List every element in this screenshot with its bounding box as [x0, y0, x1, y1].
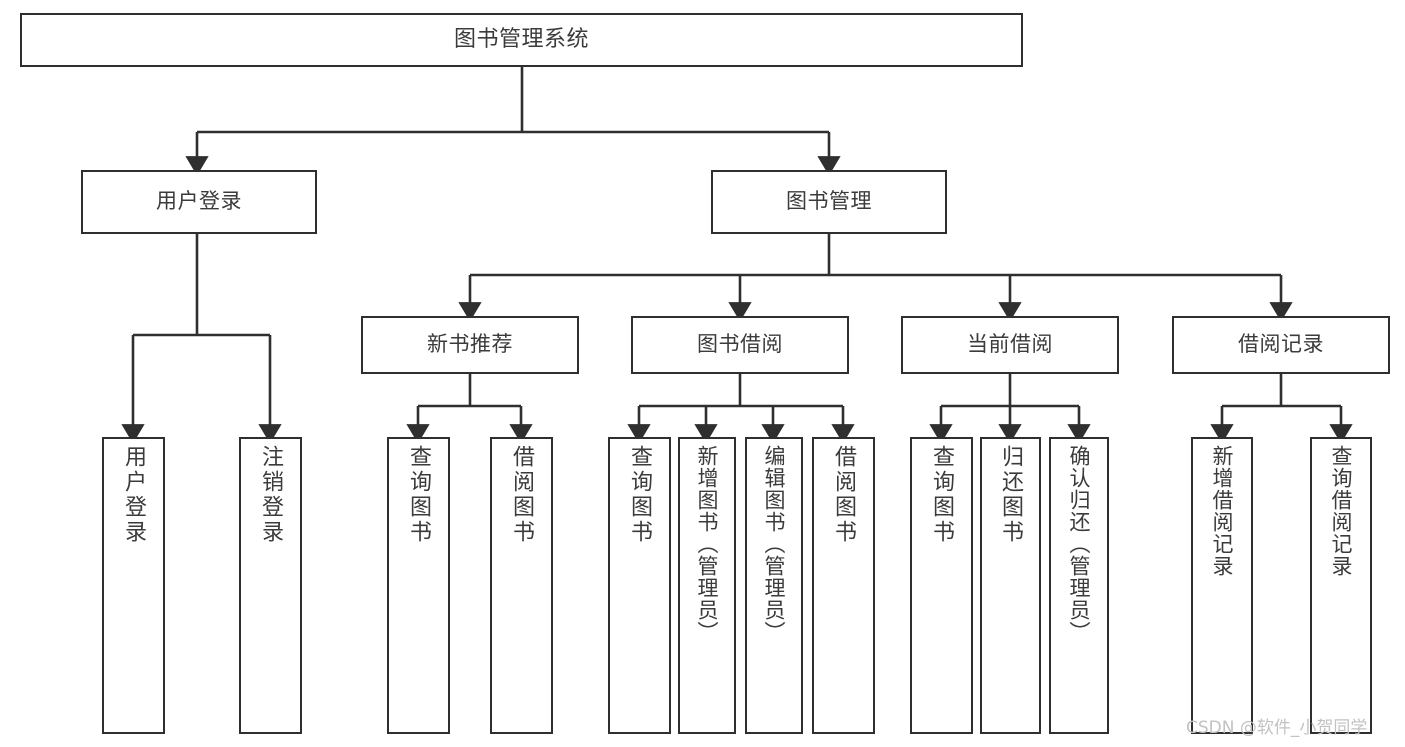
leaf-logout-login[interactable]: 注销登录	[239, 437, 302, 734]
node-label: 图书借阅	[697, 332, 783, 357]
leaf-query-book-current[interactable]: 查询图书	[910, 437, 973, 734]
leaf-add-borrow-record[interactable]: 新增借阅记录	[1191, 437, 1253, 734]
node-label: 借阅图书	[509, 445, 535, 545]
node-label: 查询借阅记录	[1329, 445, 1354, 577]
node-label: 借阅图书	[831, 445, 857, 545]
node-book-management[interactable]: 图书管理	[711, 170, 947, 234]
node-label: 当前借阅	[967, 332, 1053, 357]
node-label: 用户登录	[121, 445, 147, 545]
node-user-login[interactable]: 用户登录	[81, 170, 317, 234]
node-new-book-recommend[interactable]: 新书推荐	[361, 316, 579, 374]
node-label: 用户登录	[156, 189, 242, 214]
leaf-borrow-book-borrow[interactable]: 借阅图书	[812, 437, 875, 734]
node-label: 查询图书	[627, 445, 653, 545]
node-book-borrow[interactable]: 图书借阅	[631, 316, 849, 374]
leaf-query-book-recommend[interactable]: 查询图书	[387, 437, 450, 734]
leaf-edit-book-admin[interactable]: 编辑图书（管理员）	[745, 437, 803, 734]
node-label: 确认归还（管理员）	[1067, 445, 1092, 643]
csdn-watermark: CSDN @软件_小贺同学	[1186, 718, 1368, 738]
node-label: 查询图书	[406, 445, 432, 545]
node-current-borrow[interactable]: 当前借阅	[901, 316, 1119, 374]
node-label: 归还图书	[998, 445, 1024, 545]
node-label: 新增图书（管理员）	[695, 445, 720, 643]
leaf-add-book-admin[interactable]: 新增图书（管理员）	[678, 437, 736, 734]
leaf-query-borrow-record[interactable]: 查询借阅记录	[1310, 437, 1372, 734]
leaf-borrow-book-recommend[interactable]: 借阅图书	[490, 437, 553, 734]
node-label: 借阅记录	[1238, 332, 1324, 357]
leaf-confirm-return-admin[interactable]: 确认归还（管理员）	[1049, 437, 1109, 734]
node-root-library-management-system[interactable]: 图书管理系统	[20, 13, 1023, 67]
node-borrow-record[interactable]: 借阅记录	[1172, 316, 1390, 374]
leaf-user-login[interactable]: 用户登录	[102, 437, 165, 734]
leaf-return-book[interactable]: 归还图书	[980, 437, 1041, 734]
node-label: 新书推荐	[427, 332, 513, 357]
node-label: 编辑图书（管理员）	[762, 445, 787, 643]
node-label: 图书管理	[786, 189, 872, 214]
node-label: 查询图书	[929, 445, 955, 545]
leaf-query-book-borrow[interactable]: 查询图书	[608, 437, 671, 734]
node-label: 新增借阅记录	[1210, 445, 1235, 577]
node-label: 图书管理系统	[453, 26, 589, 52]
node-label: 注销登录	[258, 445, 284, 545]
